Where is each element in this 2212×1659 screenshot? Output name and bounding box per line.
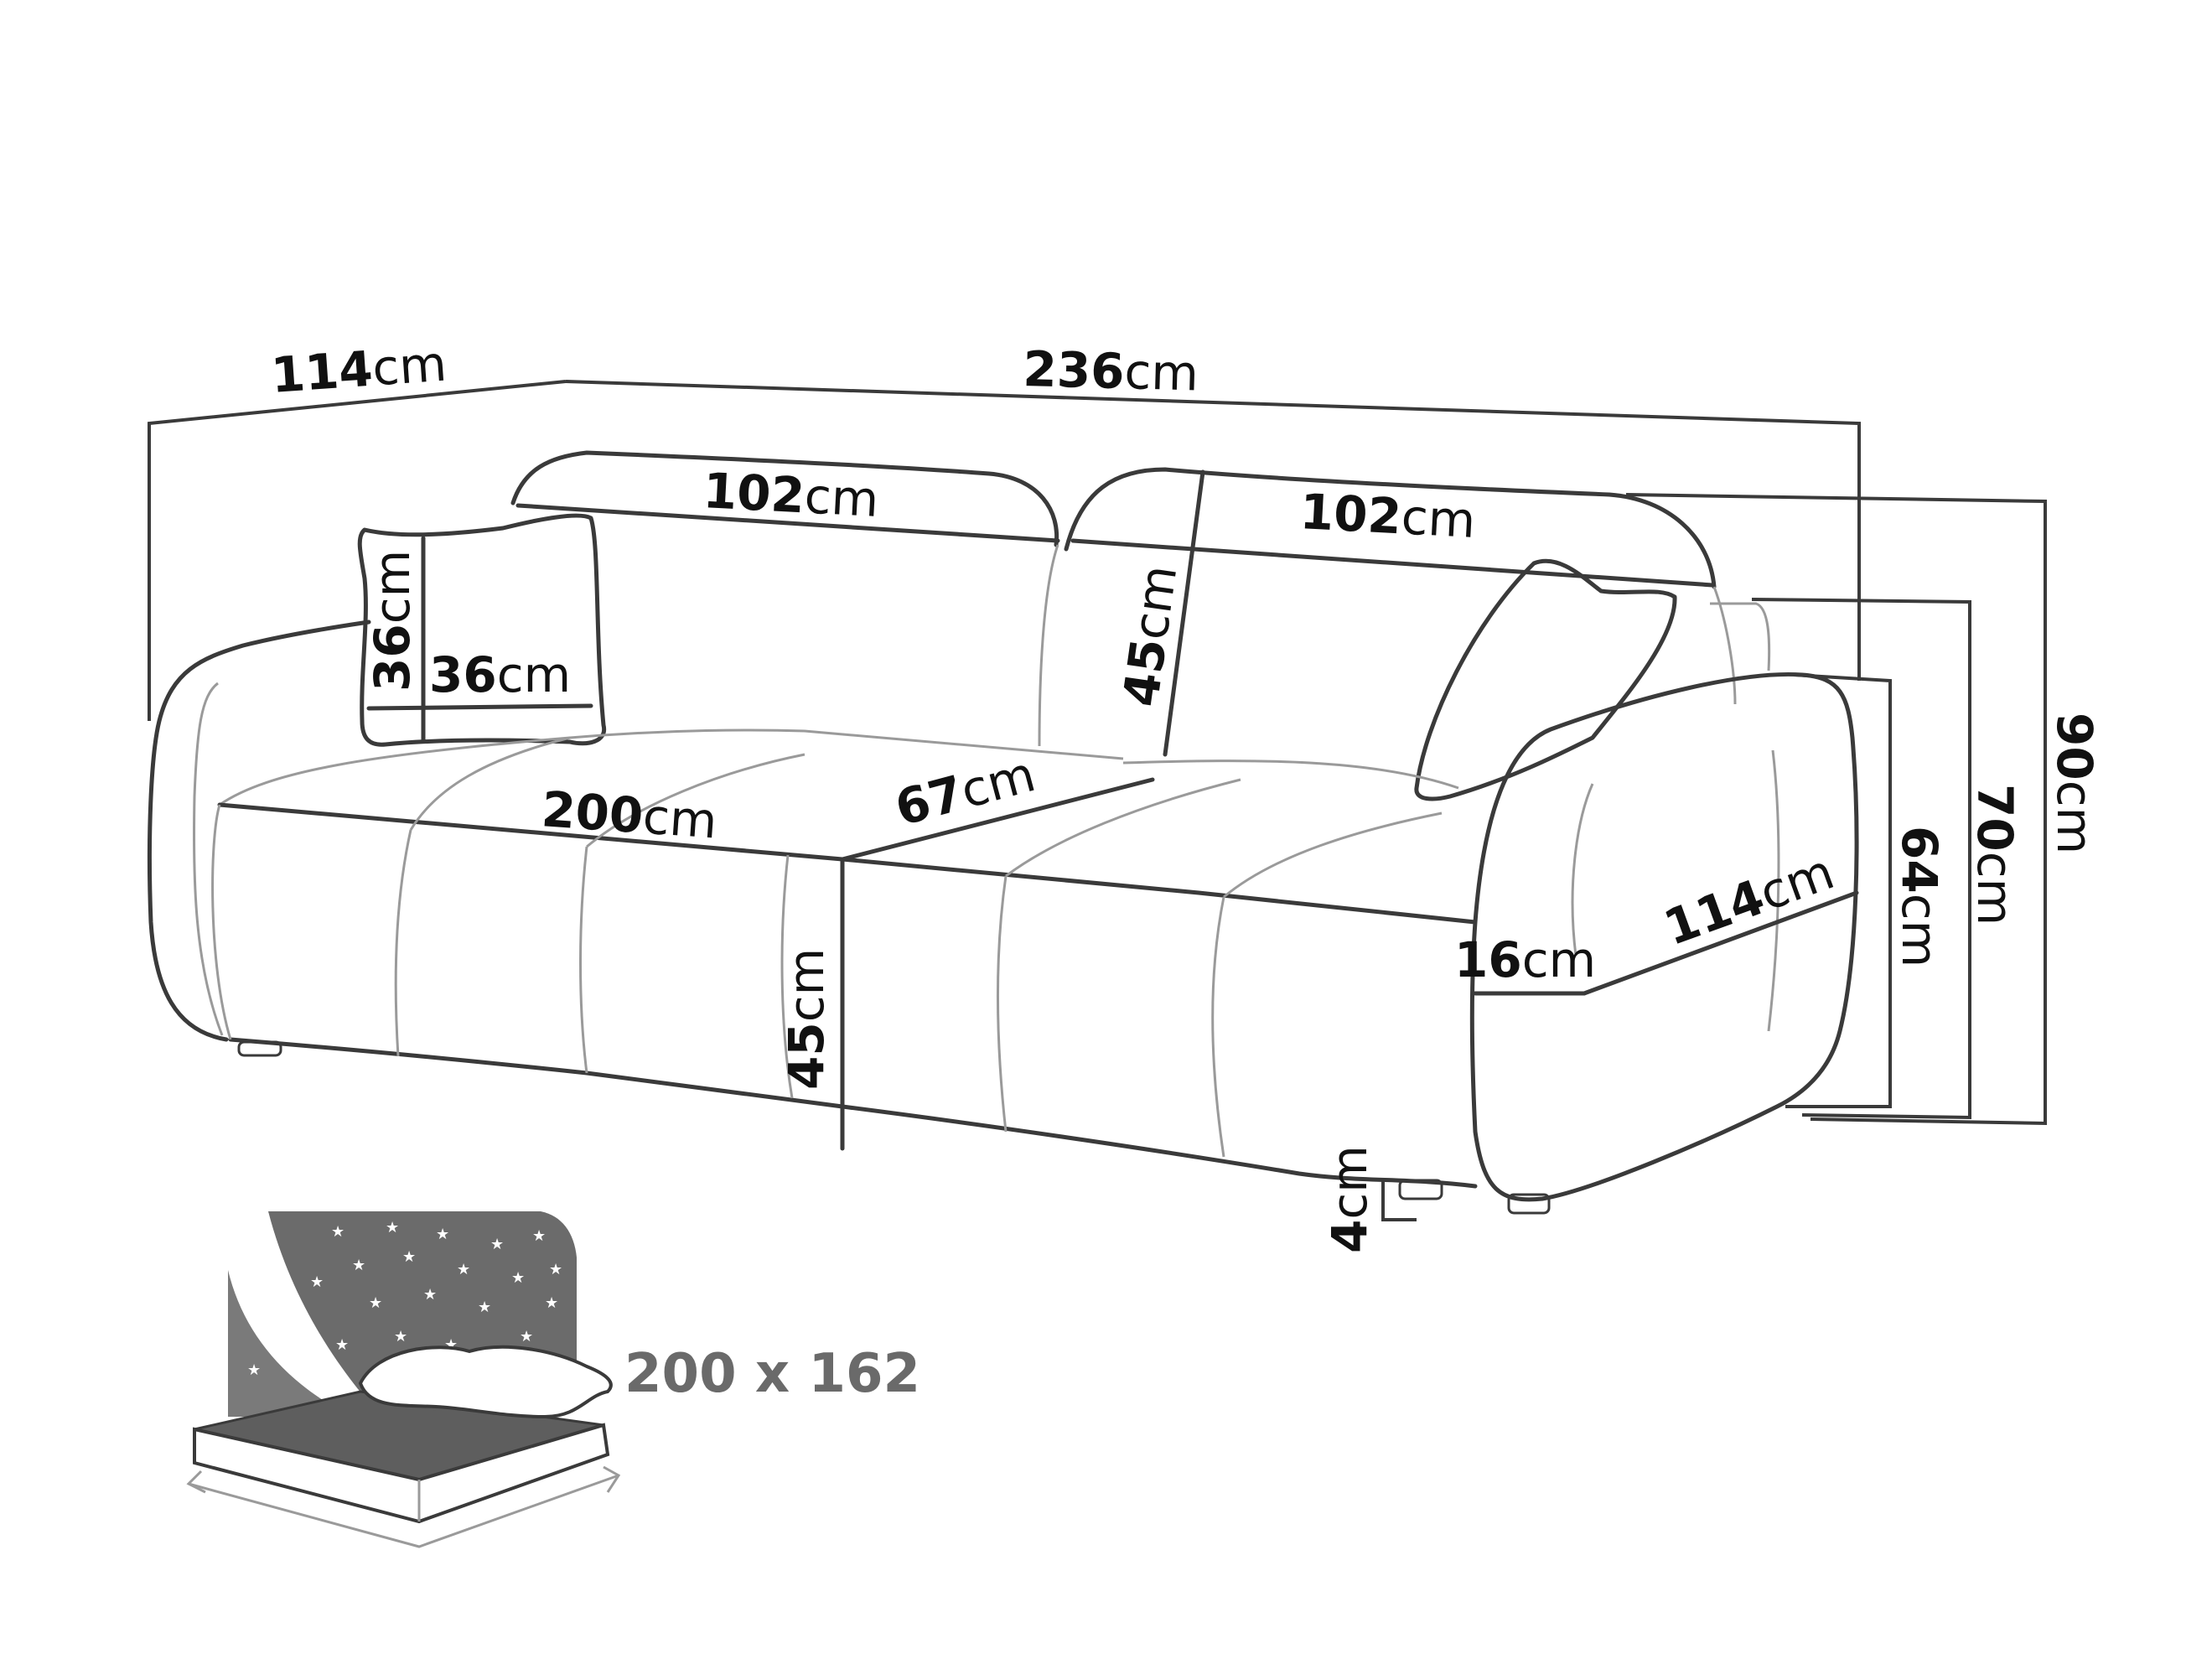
back-cushion-left [510,450,1059,547]
svg-text:★: ★ [545,1294,558,1312]
seat-seam-5 [1211,896,1225,1158]
label-seat-width: 200cm [540,780,719,849]
dim-line-pillow-width [366,703,593,711]
label-backrest-right-width: 102cm [1298,483,1477,549]
sofa-leg-middle [1398,1179,1443,1200]
back-cushion-right-lower [1712,586,1737,705]
seat-seam-1 [394,829,412,1057]
seat-front-bottom [228,1037,1478,1189]
dim-line-armrest-depth [1582,890,1859,996]
label-seat-height: 45cm [778,948,835,1090]
svg-text:★: ★ [335,1336,349,1354]
sofa-leg-left [237,1040,282,1057]
svg-text:★: ★ [277,1328,290,1345]
bed-headboard-back [228,1270,352,1417]
svg-text:★: ★ [520,1328,533,1345]
label-seat-depth: 67cm [889,745,1041,837]
label-armrest-depth: 114cm [1657,843,1842,957]
dimension-labels: 114cm 236cm 102cm 102cm 36cm 36cm 45cm 2… [269,335,2103,1253]
dim-line-backrest-side-height [1751,598,1971,1120]
seat-front-top-right [840,857,1478,925]
seat-top-seam-2 [586,753,806,848]
svg-text:★: ★ [457,1261,470,1278]
dim-line-leg-height [1381,1178,1417,1221]
dim-line-total-height [1625,493,2047,1126]
seat-top-seam-4 [1223,811,1443,899]
seat-front-top [217,802,845,862]
dim-line-seat-depth [840,777,1155,862]
sofa-drawing [147,450,1859,1215]
back-cushion-right [1064,467,1717,589]
label-pillow-width: 36cm [429,646,571,703]
bed-pillow [358,1345,613,1419]
svg-text:★: ★ [478,1299,491,1316]
svg-text:★: ★ [331,1223,344,1241]
seat-seam-2 [579,846,588,1074]
svg-text:★: ★ [302,1370,315,1387]
svg-text:★: ★ [310,1273,324,1291]
svg-text:★: ★ [436,1226,449,1243]
seat-front-left-edge [211,804,232,1040]
dim-line-width-total [565,380,1861,681]
seat-top-right [1122,760,1459,790]
bed-size-label: 200 x 162 [624,1343,920,1405]
label-backrest-side-height: 70cm [1966,784,2023,925]
bed-size-arrow [188,1474,619,1548]
right-armrest-back [1710,602,1771,671]
back-cushion-left-lower [1038,544,1059,747]
svg-text:★: ★ [549,1261,562,1278]
bed-size-arrow-head-left [186,1470,206,1494]
seat-top-seam-3 [1005,778,1241,878]
label-backrest-left-width: 102cm [702,462,880,528]
seat-top-seam-1 [409,736,571,831]
seat-seam-3 [780,854,794,1099]
svg-text:★: ★ [369,1294,382,1312]
dimension-lines [148,380,2047,1221]
label-leg-height: 4cm [1321,1145,1378,1253]
label-armrest-width: 16cm [1454,931,1596,988]
svg-text:★: ★ [423,1286,437,1304]
seat-top-left [219,728,1124,806]
svg-text:★: ★ [511,1269,525,1287]
label-pillow-height: 36cm [364,550,421,692]
svg-text:★: ★ [386,1219,399,1236]
svg-text:★: ★ [402,1248,416,1266]
svg-text:★: ★ [394,1328,407,1345]
dim-line-backrest-height [1163,469,1205,757]
svg-text:★: ★ [251,1294,265,1312]
dim-line-depth-top [148,380,567,721]
right-armrest-inner [1571,783,1594,957]
sleeping-bed-icon: ★★★ ★★★ ★★★ ★★★ ★★★ ★★★ ★★★ ★★★ [186,1211,621,1548]
label-armrest-height: 64cm [1891,826,1948,967]
label-backrest-height: 45cm [1112,562,1189,710]
left-armrest-inner [192,682,224,1036]
bed-size-arrow-head-right [603,1465,621,1493]
dim-line-backrest-left [515,503,1060,543]
svg-text:★: ★ [532,1227,546,1245]
svg-text:★: ★ [490,1236,504,1253]
right-armrest-side [1767,749,1780,1032]
label-total-height: 90cm [2046,713,2103,854]
right-armrest [1469,671,1859,1202]
svg-text:★: ★ [352,1257,365,1274]
label-width-total: 236cm [1023,340,1199,402]
left-armrest [147,620,371,1042]
dim-line-armrest-height [1785,673,1892,1108]
right-pillow [1414,558,1677,801]
dim-line-backrest-right [1070,538,1715,588]
star-icons: ★★★ ★★★ ★★★ ★★★ ★★★ ★★★ ★★★ ★★★ [247,1219,562,1387]
svg-text:★: ★ [247,1361,261,1379]
sofa-leg-right [1507,1193,1551,1215]
seat-seam-4 [997,875,1008,1133]
left-pillow [357,513,607,747]
label-depth-top: 114cm [269,335,448,404]
